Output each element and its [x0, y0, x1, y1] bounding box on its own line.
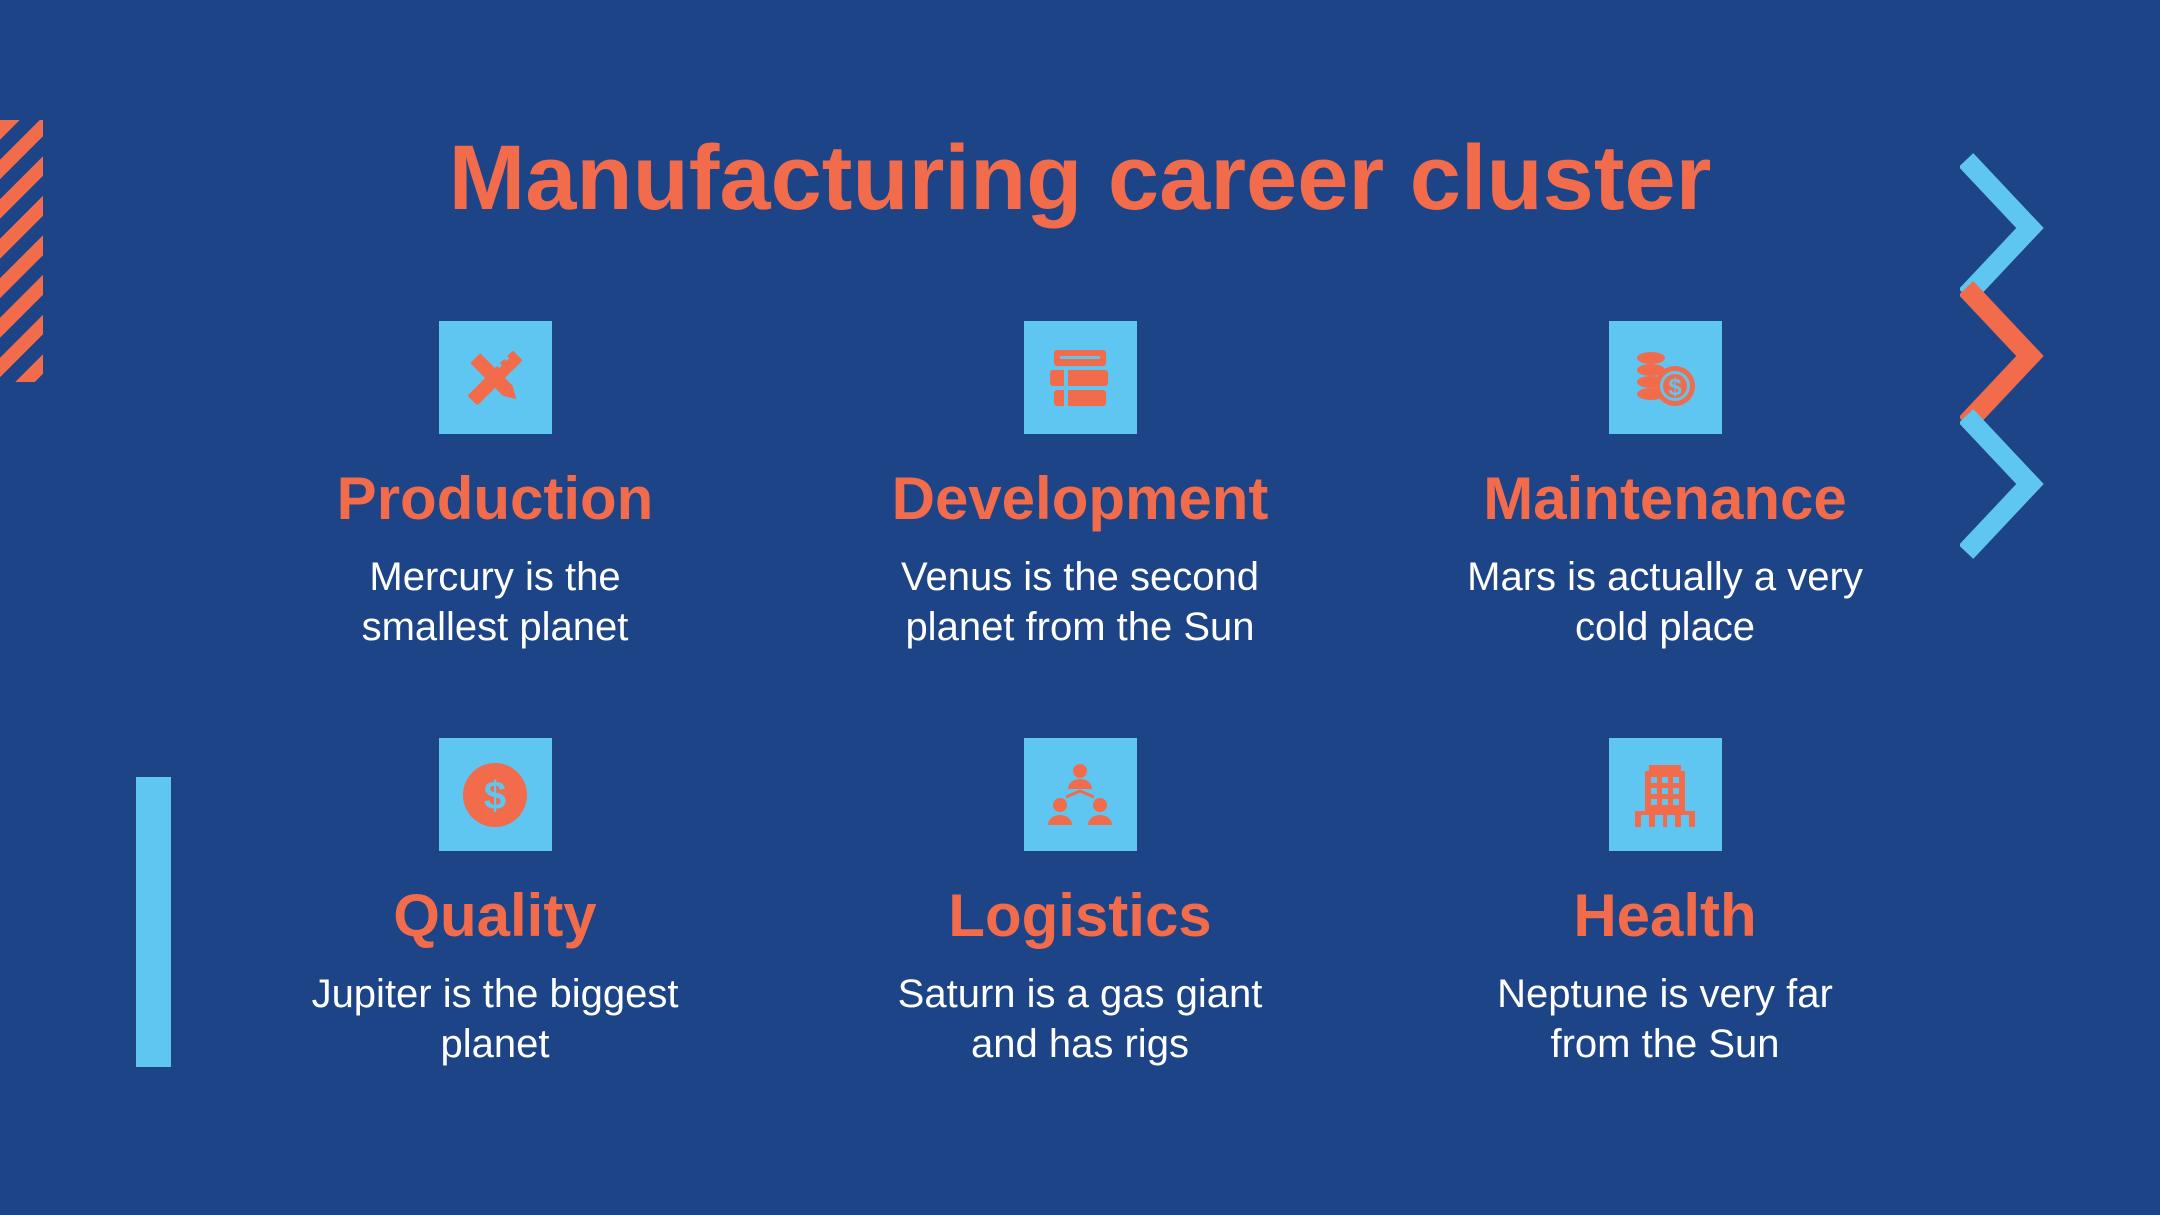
item-desc-line: from the Sun: [1550, 1022, 1780, 1066]
item-title: Production: [336, 465, 654, 532]
item-health: Health Neptune is very far from the Sun: [1365, 738, 1965, 1069]
item-desc-line: Neptune is very far: [1497, 972, 1833, 1016]
item-quality: $ Quality Jupiter is the biggest planet: [195, 738, 795, 1069]
item-title: Maintenance: [1483, 465, 1847, 532]
page-title: Manufacturing career cluster: [448, 127, 1712, 229]
item-description: Mars is actually a very cold place: [1365, 552, 1965, 652]
chevrons-decoration: [1960, 153, 2044, 559]
item-desc-line: planet: [440, 1022, 550, 1066]
item-description: Venus is the second planet from the Sun: [780, 552, 1380, 652]
item-desc-line: and has rigs: [971, 1022, 1189, 1066]
item-title: Quality: [393, 882, 597, 949]
pencil-ruler-icon: [438, 321, 552, 434]
vertical-bar-decoration: [136, 777, 171, 1067]
item-description: Mercury is the smallest planet: [195, 552, 795, 652]
item-title: Health: [1573, 882, 1757, 949]
item-development: Development Venus is the second planet f…: [780, 321, 1380, 652]
books-stack-icon: [1023, 321, 1137, 434]
item-maintenance: $ Maintenance Mars is actually a very co…: [1365, 321, 1965, 652]
item-desc-line: smallest planet: [361, 605, 629, 649]
diagonal-stripes-decoration: [0, 120, 43, 382]
network-people-icon: [1023, 738, 1137, 851]
item-description: Jupiter is the biggest planet: [195, 969, 795, 1069]
svg-text:$: $: [1668, 374, 1682, 401]
item-description: Saturn is a gas giant and has rigs: [780, 969, 1380, 1069]
item-desc-line: planet from the Sun: [905, 605, 1255, 649]
item-title: Development: [891, 465, 1269, 532]
item-desc-line: Jupiter is the biggest: [311, 972, 679, 1016]
item-description: Neptune is very far from the Sun: [1365, 969, 1965, 1069]
item-desc-line: Mars is actually a very: [1467, 555, 1863, 599]
svg-text:$: $: [484, 774, 506, 818]
item-logistics: Logistics Saturn is a gas giant and has …: [780, 738, 1380, 1069]
item-production: Production Mercury is the smallest plane…: [195, 321, 795, 652]
item-desc-line: Saturn is a gas giant: [897, 972, 1263, 1016]
building-icon: [1608, 738, 1722, 851]
item-desc-line: Mercury is the: [369, 555, 621, 599]
item-desc-line: Venus is the second: [900, 555, 1260, 599]
coins-dollar-icon: $: [1608, 321, 1722, 434]
item-desc-line: cold place: [1574, 605, 1756, 649]
item-title: Logistics: [948, 882, 1212, 949]
dollar-circle-icon: $: [438, 738, 552, 851]
